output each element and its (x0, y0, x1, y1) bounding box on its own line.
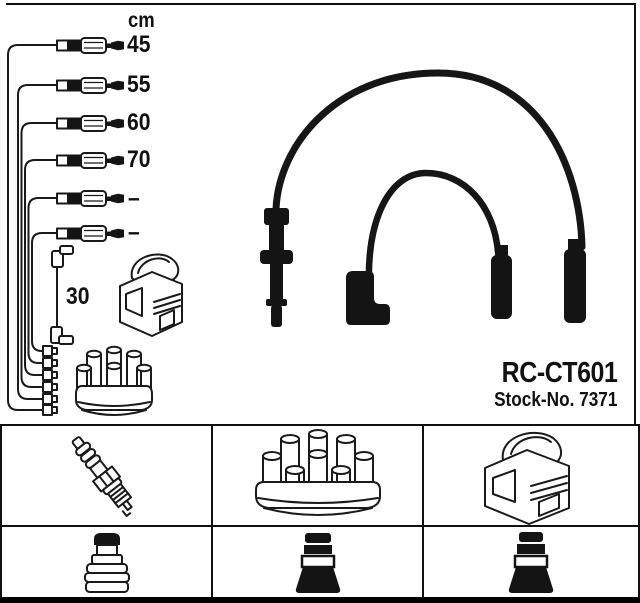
plug-boot-ribbed-icon (83, 533, 130, 593)
coil-wire-icon (50, 245, 74, 345)
ignition-cable-long-icon (260, 69, 586, 327)
grid-cell-distributor-cap (213, 426, 424, 527)
grid-cell-plug-boot-flared-tall (424, 527, 638, 599)
length-value: 60 (127, 109, 151, 136)
distributor-end-plugs (42, 345, 58, 416)
grid-cell-spark-plug (2, 426, 213, 527)
stock-number: 7371 (578, 389, 617, 411)
grid-cell-plug-boot-ribbed (2, 527, 213, 599)
stock-number-line: Stock-No. 7371 (494, 389, 617, 411)
parts-grid (0, 424, 640, 601)
length-value: 55 (127, 71, 151, 98)
grid-cell-ignition-coil (424, 426, 638, 527)
grid-cell-plug-boot-flared (213, 527, 424, 599)
spark-plug-icon (71, 435, 133, 517)
part-number: RC-CT601 (501, 357, 617, 389)
distributor-cap-icon (254, 428, 381, 516)
frame-right-border (634, 3, 636, 424)
frame-top-border (6, 3, 636, 5)
plug-boot-flared-tall-icon (508, 532, 554, 593)
ignition-coil-icon (484, 431, 570, 525)
length-value-dash: – (128, 185, 140, 212)
length-value: 45 (127, 31, 151, 58)
distributor-cap-icon (75, 345, 153, 416)
coil-wire-length: 30 (66, 283, 90, 310)
length-value-dash: – (128, 219, 140, 246)
length-value: 70 (127, 146, 151, 173)
bottom-black-bar (0, 597, 640, 603)
part-number-block: RC-CT601 Stock-No. 7371 (474, 357, 618, 412)
ignition-cable-short-icon (346, 169, 512, 325)
plug-boot-flared-icon (295, 533, 340, 593)
unit-header: cm (128, 9, 155, 32)
stock-label: Stock-No. (493, 389, 574, 411)
ignition-cables-photo (260, 69, 586, 327)
ignition-coil-icon (119, 253, 183, 337)
cable-harness-icon (7, 44, 74, 416)
